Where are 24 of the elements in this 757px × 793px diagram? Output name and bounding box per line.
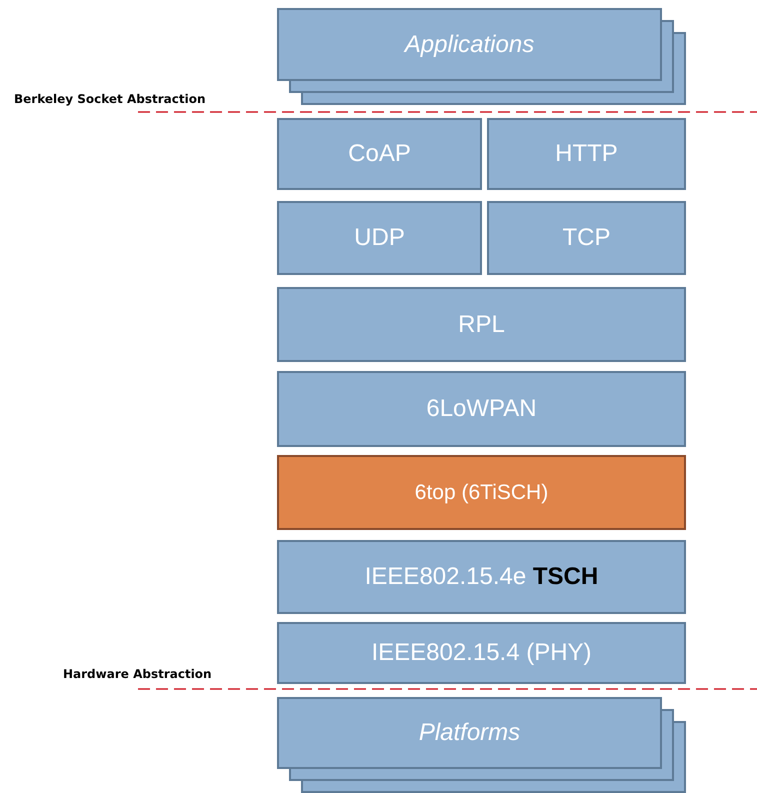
layer-box <box>277 540 686 614</box>
layer-label: IEEE802.15.4 (PHY) <box>371 639 592 667</box>
layer-label: UDP <box>354 224 405 252</box>
abstraction-label: Hardware Abstraction <box>63 667 212 681</box>
layer-box <box>487 118 686 190</box>
layer-box <box>277 118 482 190</box>
layer-box <box>277 622 686 684</box>
layer-box <box>277 371 686 447</box>
layer-label: 6top (6TiSCH) <box>414 480 548 504</box>
layer-box <box>487 201 686 275</box>
layer-label: RPL <box>458 310 505 338</box>
layer-box <box>277 287 686 362</box>
stacked-layer-box <box>277 8 686 105</box>
layer-label: HTTP <box>555 140 618 168</box>
stacked-layer-box <box>277 697 686 793</box>
layer-label: Applications <box>404 30 534 58</box>
abstraction-label: Berkeley Socket Abstraction <box>14 92 206 106</box>
layer-label: CoAP <box>348 140 411 168</box>
layer-label: Platforms <box>418 719 520 747</box>
layer-label: TCP <box>562 224 610 252</box>
layer-box <box>277 201 482 275</box>
layer-label: IEEE802.15.4e TSCH <box>364 563 598 591</box>
layer-label: 6LoWPAN <box>426 395 537 423</box>
layer-box <box>277 455 686 530</box>
